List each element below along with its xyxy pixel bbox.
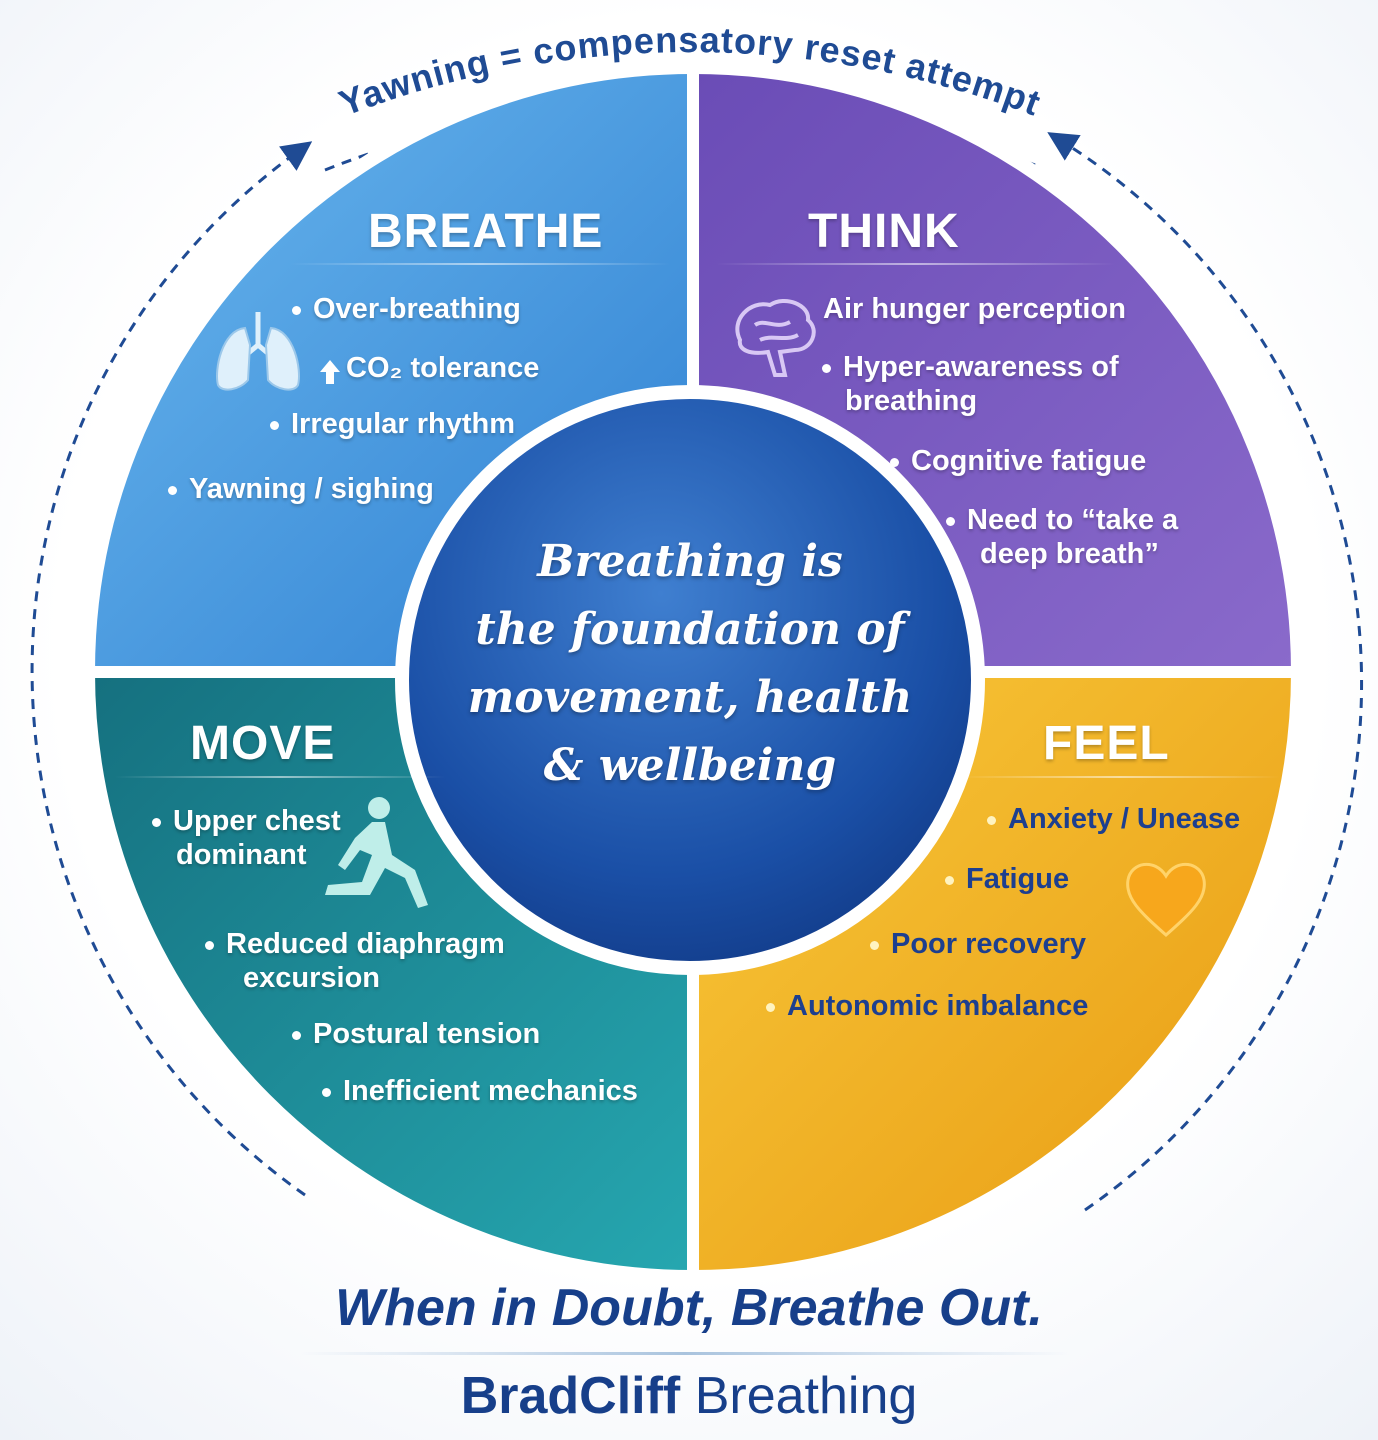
think-rule [715,263,1115,265]
runner-icon [325,797,428,908]
list-item: Reduced diaphragm [205,927,505,961]
list-item: Air hunger perception [823,293,1126,325]
list-item: Yawning / sighing [168,472,434,506]
center-circle [395,385,985,975]
list-item-continuation: excursion [243,962,380,994]
feel-rule [960,776,1280,778]
tagline: When in Doubt, Breathe Out. [335,1279,1043,1337]
divider [300,1352,1070,1355]
move-rule [115,776,445,778]
list-item: Inefficient mechanics [322,1074,638,1108]
list-item: CO₂ tolerance [346,352,540,384]
dashed-ring-right [1047,132,1364,1212]
move-title: MOVE [190,717,336,770]
list-item: Fatigue [945,862,1069,896]
center-statement: Breathing is the foundation of movement,… [467,536,913,791]
list-item: Over-breathing [292,292,521,326]
up-arrow-icon [320,360,340,384]
lungs-icon [216,312,300,391]
breathe-rule [290,263,670,265]
list-item: Irregular rhythm [270,407,515,441]
list-item-continuation: breathing [845,385,978,417]
feel-title: FEEL [1043,717,1170,770]
list-item: Need to “take a [946,503,1178,537]
list-item: Hyper-awareness of [822,350,1119,384]
list-item: Autonomic imbalance [766,989,1088,1023]
list-item: Postural tension [292,1017,540,1051]
list-item-continuation: dominant [176,839,307,871]
list-item: Cognitive fatigue [890,444,1146,478]
list-item: Anxiety / Unease [987,802,1240,836]
dashed-ring-left [30,141,313,1197]
brand-logo: BradCliff Breathing [460,1367,918,1425]
heart-icon [1126,863,1206,938]
list-item: Poor recovery [870,927,1086,961]
think-title: THINK [808,205,960,258]
list-item: Upper chest [152,804,341,838]
breathe-title: BREATHE [368,205,604,258]
brain-icon [735,299,816,377]
list-item-continuation: deep breath” [980,538,1159,570]
